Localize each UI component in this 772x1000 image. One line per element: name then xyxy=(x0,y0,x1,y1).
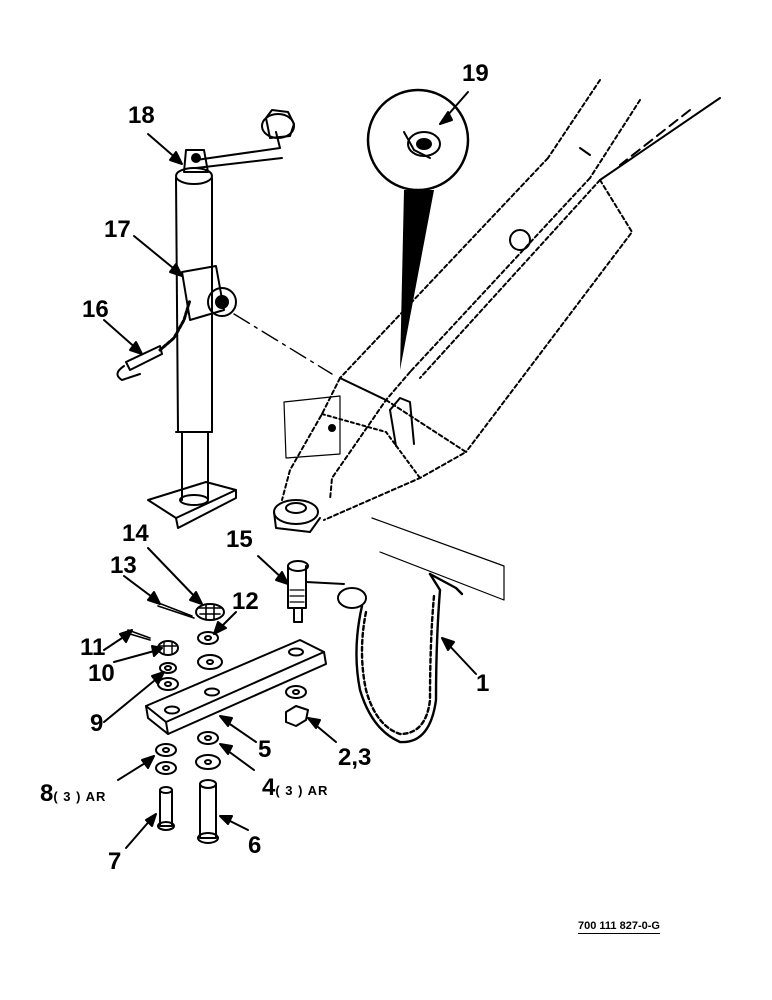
callout-1: 1 xyxy=(476,670,490,697)
tongue-frame xyxy=(273,79,721,533)
castle-nut-13 xyxy=(195,603,225,621)
hitch-pin-15 xyxy=(287,560,367,623)
callout-11: 11 xyxy=(80,634,106,661)
callout-14: 12 xyxy=(232,588,259,615)
washers xyxy=(155,631,307,775)
drawing-reference-number: 700 111 827-0-G xyxy=(578,920,660,934)
pin-and-chain-16 xyxy=(116,298,192,381)
callout-19: 19 xyxy=(462,60,489,87)
leader-lines xyxy=(103,91,477,849)
callout-6: 6 xyxy=(248,832,262,859)
jack-mount-plate xyxy=(283,395,505,601)
bolt-6 xyxy=(197,779,219,844)
callout-8-qty: ( 3 ) AR xyxy=(53,789,107,804)
callout-2-3: 2,3 xyxy=(338,744,372,771)
callout-8-number: 8 xyxy=(40,780,54,807)
callout-4: 4( 3 ) AR xyxy=(262,776,328,800)
callout-9: 9 xyxy=(90,710,104,737)
callout-7: 7 xyxy=(108,848,122,875)
cotter-pins xyxy=(127,601,195,641)
nut-2-3 xyxy=(285,705,309,727)
callout-18: 18 xyxy=(128,102,155,129)
callout-12: 13 xyxy=(110,552,137,579)
callout-15: 15 xyxy=(226,526,253,553)
alignment-line xyxy=(233,313,333,375)
callout-16: 16 xyxy=(82,296,109,323)
callout-10: 10 xyxy=(88,660,115,687)
callout-13: 14 xyxy=(122,520,149,547)
safety-chain-1 xyxy=(355,572,464,744)
jack-assembly xyxy=(147,109,295,529)
bolt-7 xyxy=(157,786,175,831)
callout-4-qty: ( 3 ) AR xyxy=(275,783,329,798)
callout-8: 8( 3 ) AR xyxy=(40,782,106,806)
hitch-plate-5 xyxy=(145,639,327,735)
callout-17: 17 xyxy=(104,216,131,243)
detail-bubble-19 xyxy=(366,88,470,370)
callout-4-number: 4 xyxy=(262,774,276,801)
callout-5: 5 xyxy=(258,736,272,763)
